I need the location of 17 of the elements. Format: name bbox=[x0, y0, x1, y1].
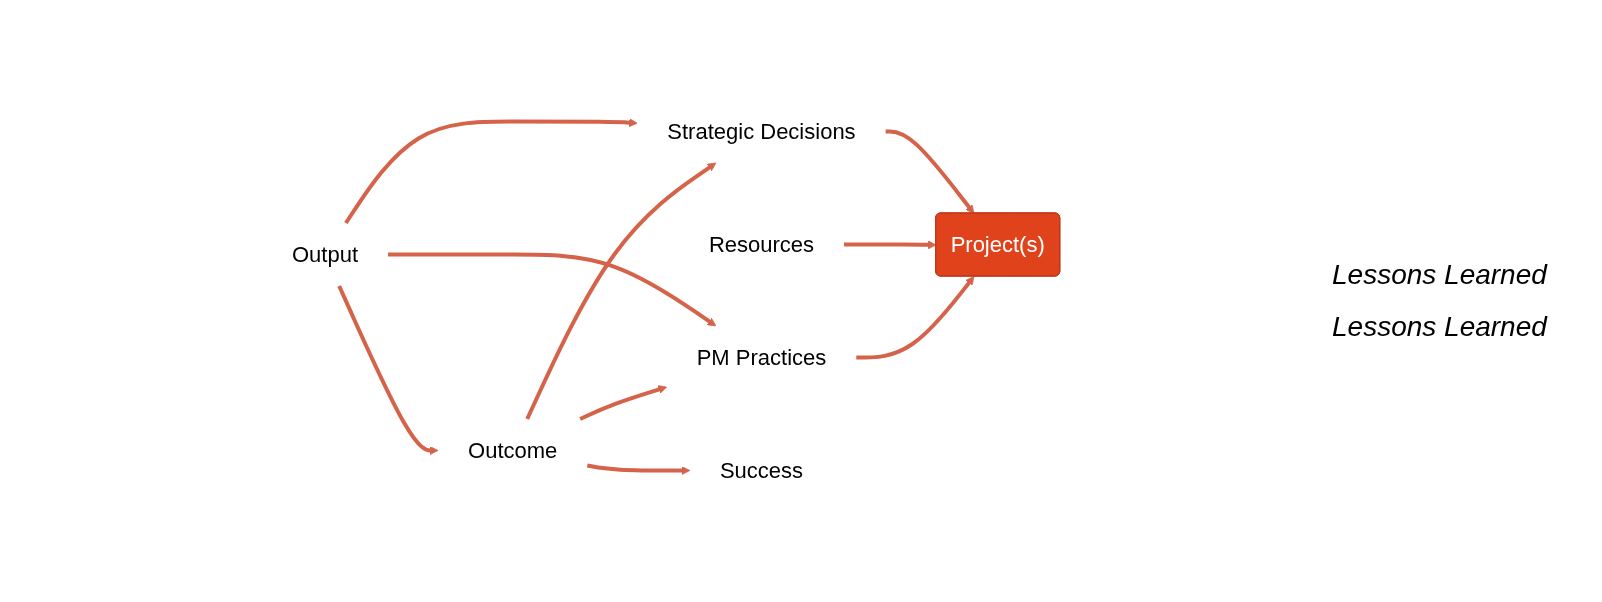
note-text: Lessons Learned bbox=[1332, 259, 1549, 291]
arrow bbox=[525, 162, 717, 420]
arrow bbox=[388, 252, 717, 327]
node-text: Strategic Decisions bbox=[667, 119, 856, 144]
arrow bbox=[579, 385, 668, 421]
arrow bbox=[344, 118, 638, 225]
note-text: Lessons Learned bbox=[1332, 311, 1549, 343]
node-text: Output bbox=[292, 242, 359, 267]
node-text: Resources bbox=[709, 232, 815, 257]
arrow bbox=[856, 276, 975, 360]
node-text: PM Practices bbox=[696, 345, 827, 370]
arrow bbox=[337, 285, 439, 455]
node-text: Success bbox=[720, 458, 804, 483]
arrow bbox=[885, 129, 975, 214]
node-text: Outcome bbox=[468, 438, 558, 463]
arrow bbox=[587, 463, 691, 475]
arrow bbox=[844, 240, 937, 250]
